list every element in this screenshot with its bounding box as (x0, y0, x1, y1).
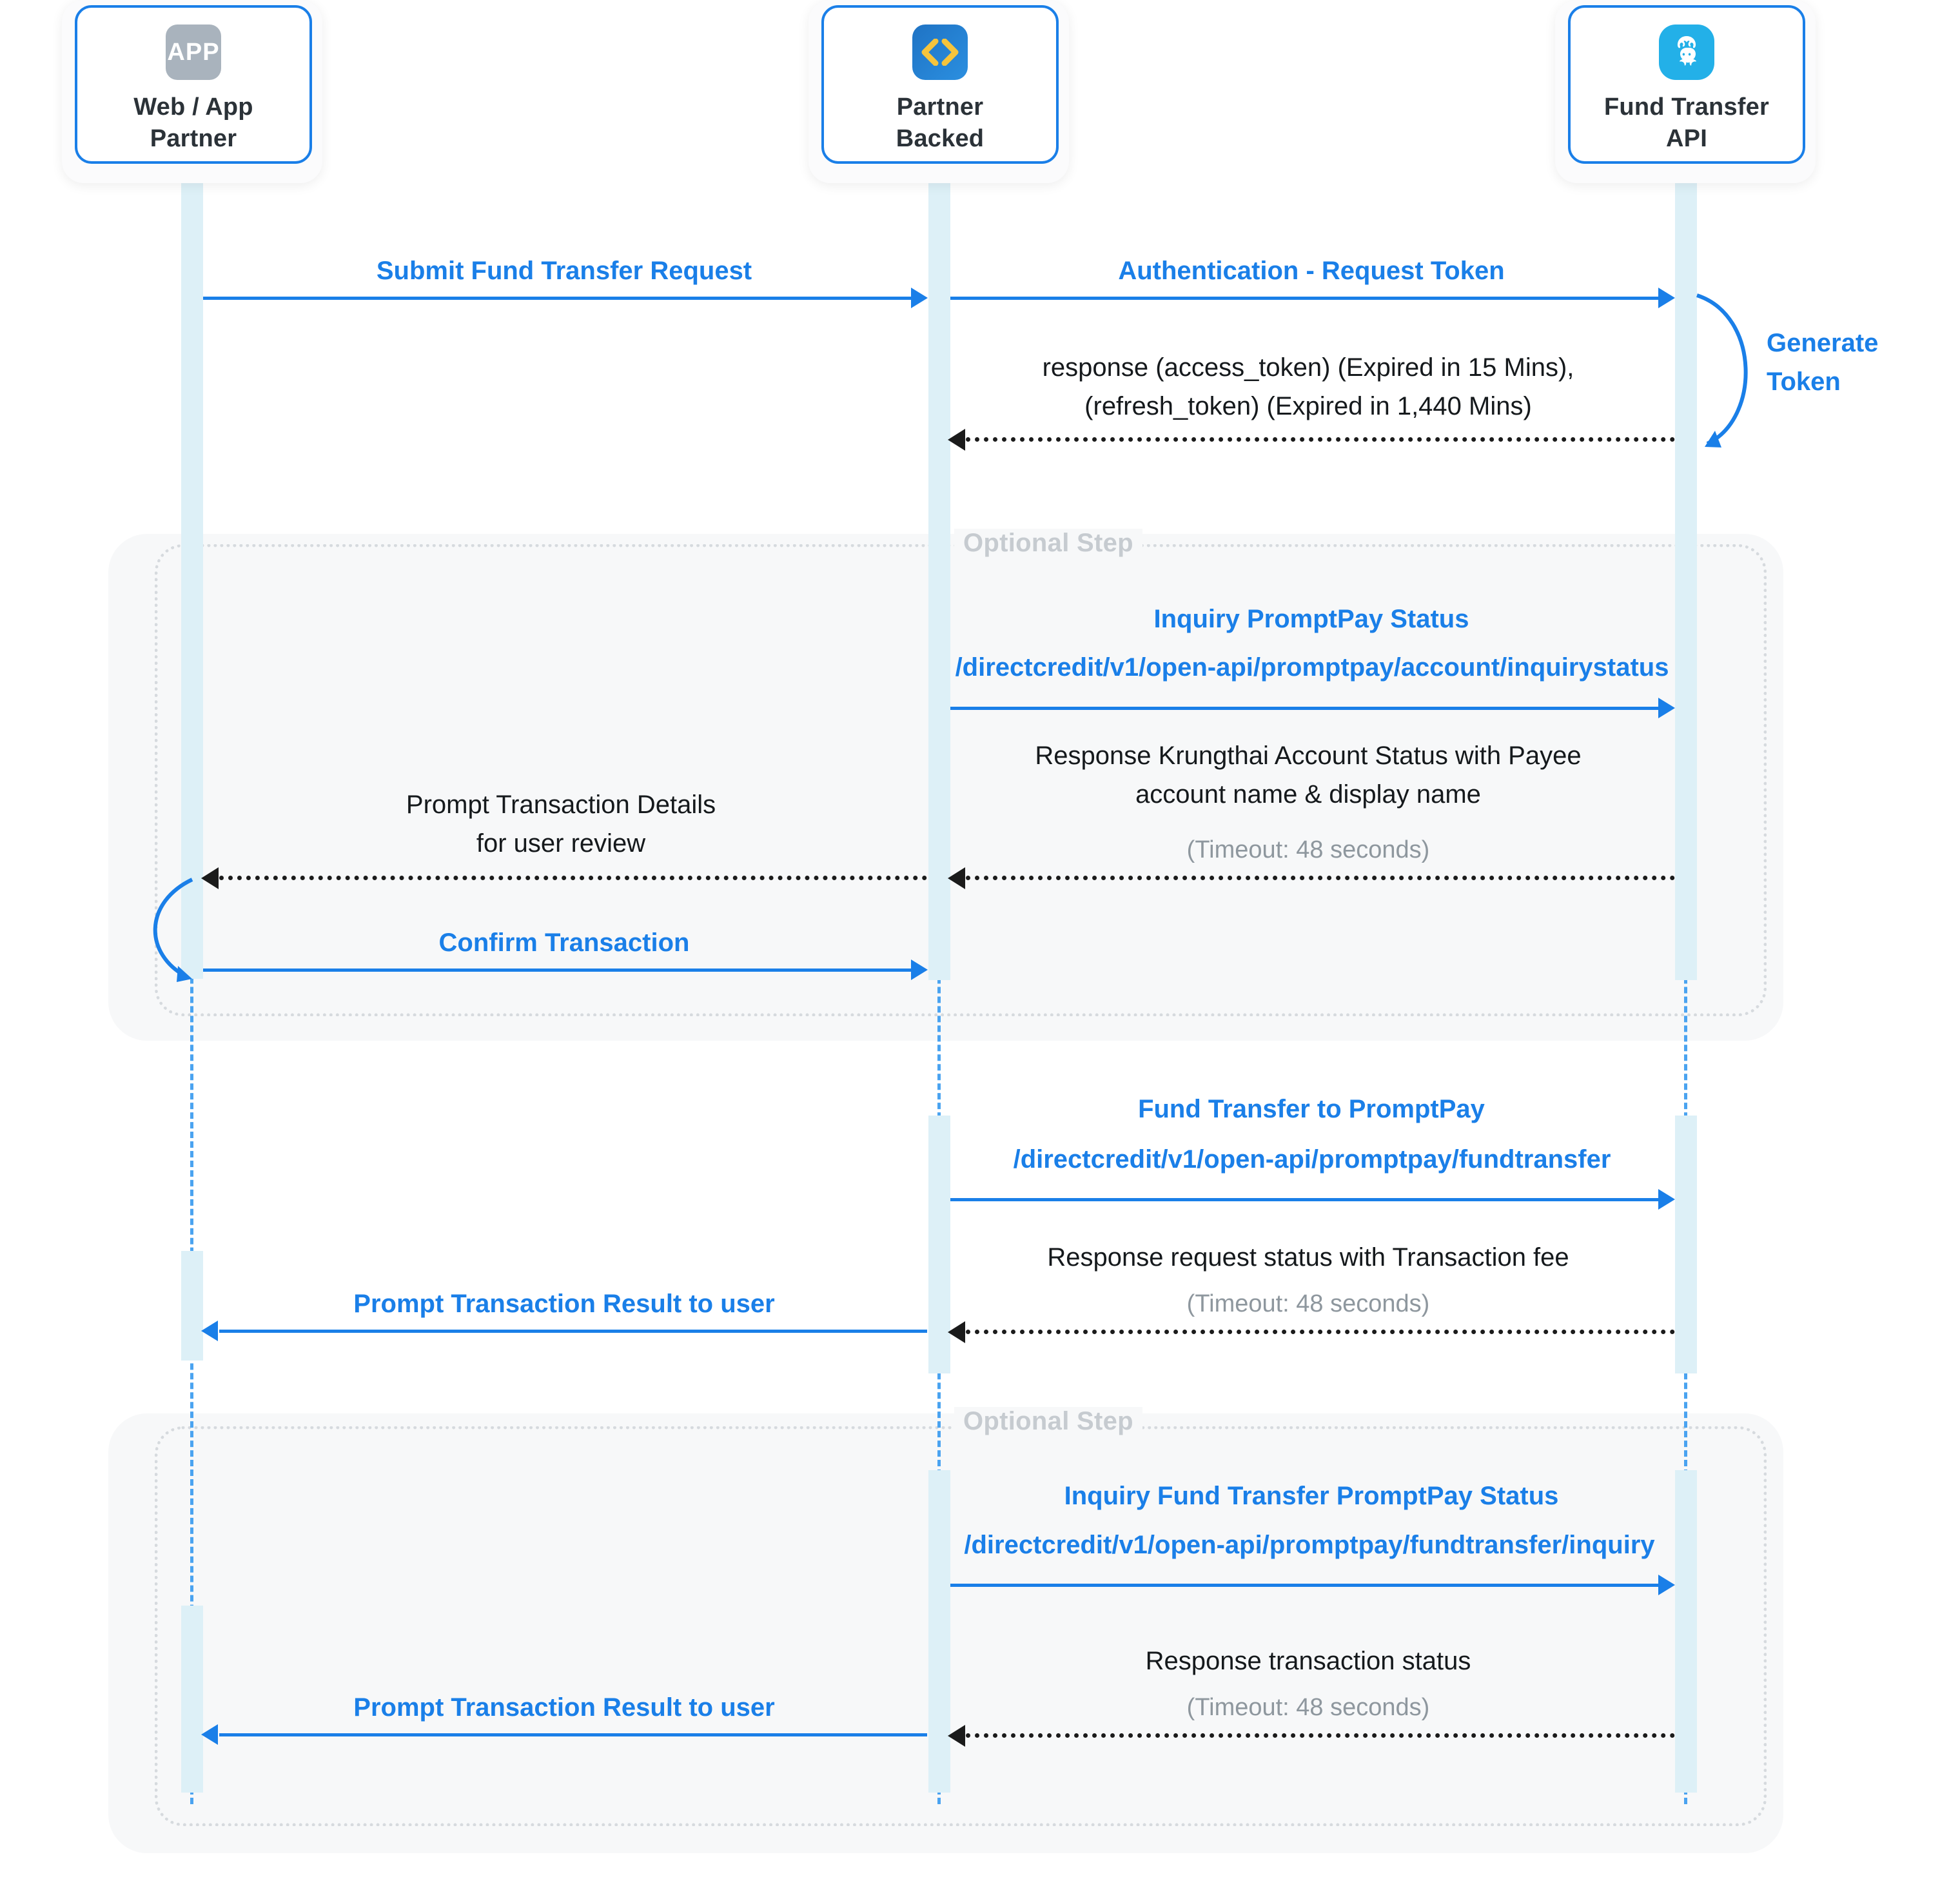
message-line-inquiry-fund-transfer-promptpay-status (950, 1584, 1660, 1587)
activation-fund-transfer-api-1 (1675, 173, 1697, 618)
activation-partner-backed-2 (928, 580, 950, 980)
arrow-head-response-transaction-status (948, 1725, 965, 1747)
actor-web-app-partner[interactable]: APP Web / App Partner (75, 5, 312, 164)
activation-fund-transfer-api-2 (1675, 580, 1697, 980)
app-badge-icon: APP (166, 25, 221, 80)
message-line-authentication-request-token (950, 297, 1660, 300)
krungthai-bank-logo-icon (1659, 25, 1714, 80)
message-label-prompt-transaction-result-1: Prompt Transaction Result to user (353, 1290, 775, 1318)
self-loop-user-review (147, 877, 218, 987)
arrow-head-inquiry-promptpay-status (1658, 698, 1675, 718)
self-loop-generate-token (1696, 290, 1779, 451)
message-endpoint-inquiry-promptpay-status: /directcredit/v1/open-api/promptpay/acco… (955, 653, 1669, 682)
message-line-inquiry-promptpay-status (950, 707, 1660, 710)
message-endpoint-inquiry-fund-transfer-promptpay-status: /directcredit/v1/open-api/promptpay/fund… (964, 1531, 1655, 1559)
arrow-head-inquiry-fund-transfer-promptpay-status (1658, 1575, 1675, 1595)
activation-partner-backed-1 (928, 173, 950, 618)
message-label-prompt-transaction-result-2: Prompt Transaction Result to user (353, 1693, 775, 1722)
message-label-response-request-status-with-fee: Response request status with Transaction… (1047, 1243, 1569, 1272)
actor-partner-backed[interactable]: Partner Backed (821, 5, 1059, 164)
message-line-response-request-status-with-fee (966, 1330, 1675, 1334)
actor-label-web-app-partner: Web / App Partner (133, 93, 253, 152)
arrow-head-response-krungthai-account-status (948, 867, 965, 889)
message-line-response-krungthai-account-status (966, 876, 1675, 880)
arrow-head-confirm-transaction (911, 959, 928, 980)
message-timeout-response-request-status-with-fee: (Timeout: 48 seconds) (1186, 1290, 1430, 1317)
message-label-submit-fund-transfer-request: Submit Fund Transfer Request (376, 257, 752, 285)
actor-label-fund-transfer-api: Fund Transfer API (1604, 93, 1769, 152)
message-label-response-krungthai-account-status: Response Krungthai Account Status with P… (1035, 742, 1582, 809)
message-label-inquiry-promptpay-status: Inquiry PromptPay Status (1153, 605, 1469, 633)
activation-partner-backed-3 (928, 1116, 950, 1373)
activation-web-app-partner-3 (181, 1606, 203, 1793)
arrow-head-token-response (948, 429, 965, 451)
arrow-head-submit-fund-transfer-request (911, 288, 928, 308)
arrow-head-response-request-status-with-fee (948, 1321, 965, 1343)
message-line-prompt-transaction-result-2 (219, 1733, 927, 1736)
message-timeout-response-krungthai-account-status: (Timeout: 48 seconds) (1186, 836, 1430, 863)
code-brackets-icon (912, 25, 968, 80)
activation-fund-transfer-api-4 (1675, 1470, 1697, 1793)
optional-step-2-label: Optional Step (954, 1407, 1142, 1436)
actor-label-partner-backed: Partner Backed (896, 93, 985, 152)
activation-web-app-partner-1 (181, 173, 203, 979)
message-label-authentication-request-token: Authentication - Request Token (1118, 257, 1505, 285)
optional-step-1-label: Optional Step (954, 529, 1142, 558)
lifeline-partner-backed (937, 166, 941, 1804)
arrow-head-prompt-transaction-result-2 (201, 1724, 218, 1745)
message-endpoint-fund-transfer-to-promptpay: /directcredit/v1/open-api/promptpay/fund… (1013, 1145, 1611, 1174)
message-line-confirm-transaction (203, 969, 912, 972)
message-label-confirm-transaction: Confirm Transaction (438, 929, 690, 957)
lifeline-fund-transfer-api (1684, 166, 1687, 1804)
message-line-fund-transfer-to-promptpay (950, 1198, 1660, 1201)
activation-web-app-partner-2 (181, 1251, 203, 1361)
activation-fund-transfer-api-3 (1675, 1116, 1697, 1373)
message-label-inquiry-fund-transfer-promptpay-status: Inquiry Fund Transfer PromptPay Status (1064, 1482, 1559, 1510)
message-line-prompt-transaction-result-1 (219, 1330, 927, 1333)
message-line-submit-fund-transfer-request (203, 297, 912, 300)
message-line-prompt-transaction-details (219, 876, 927, 880)
arrow-head-fund-transfer-to-promptpay (1658, 1189, 1675, 1210)
arrow-head-prompt-transaction-details (201, 867, 219, 889)
message-timeout-response-transaction-status: (Timeout: 48 seconds) (1186, 1694, 1430, 1721)
message-line-response-transaction-status (966, 1733, 1675, 1738)
message-label-token-response: response (access_token) (Expired in 15 M… (1042, 353, 1574, 420)
message-label-response-transaction-status: Response transaction status (1145, 1647, 1471, 1675)
actor-fund-transfer-api[interactable]: Fund Transfer API (1568, 5, 1805, 164)
activation-partner-backed-4 (928, 1470, 950, 1793)
message-label-prompt-transaction-details: Prompt Transaction Details for user revi… (406, 791, 716, 858)
message-label-fund-transfer-to-promptpay: Fund Transfer to PromptPay (1138, 1095, 1485, 1123)
arrow-head-prompt-transaction-result-1 (201, 1321, 218, 1341)
lifeline-web-app-partner (190, 166, 193, 1804)
message-line-token-response (966, 437, 1675, 442)
message-label-generate-token: Generate Token (1767, 329, 1879, 396)
arrow-head-authentication-request-token (1658, 288, 1675, 308)
